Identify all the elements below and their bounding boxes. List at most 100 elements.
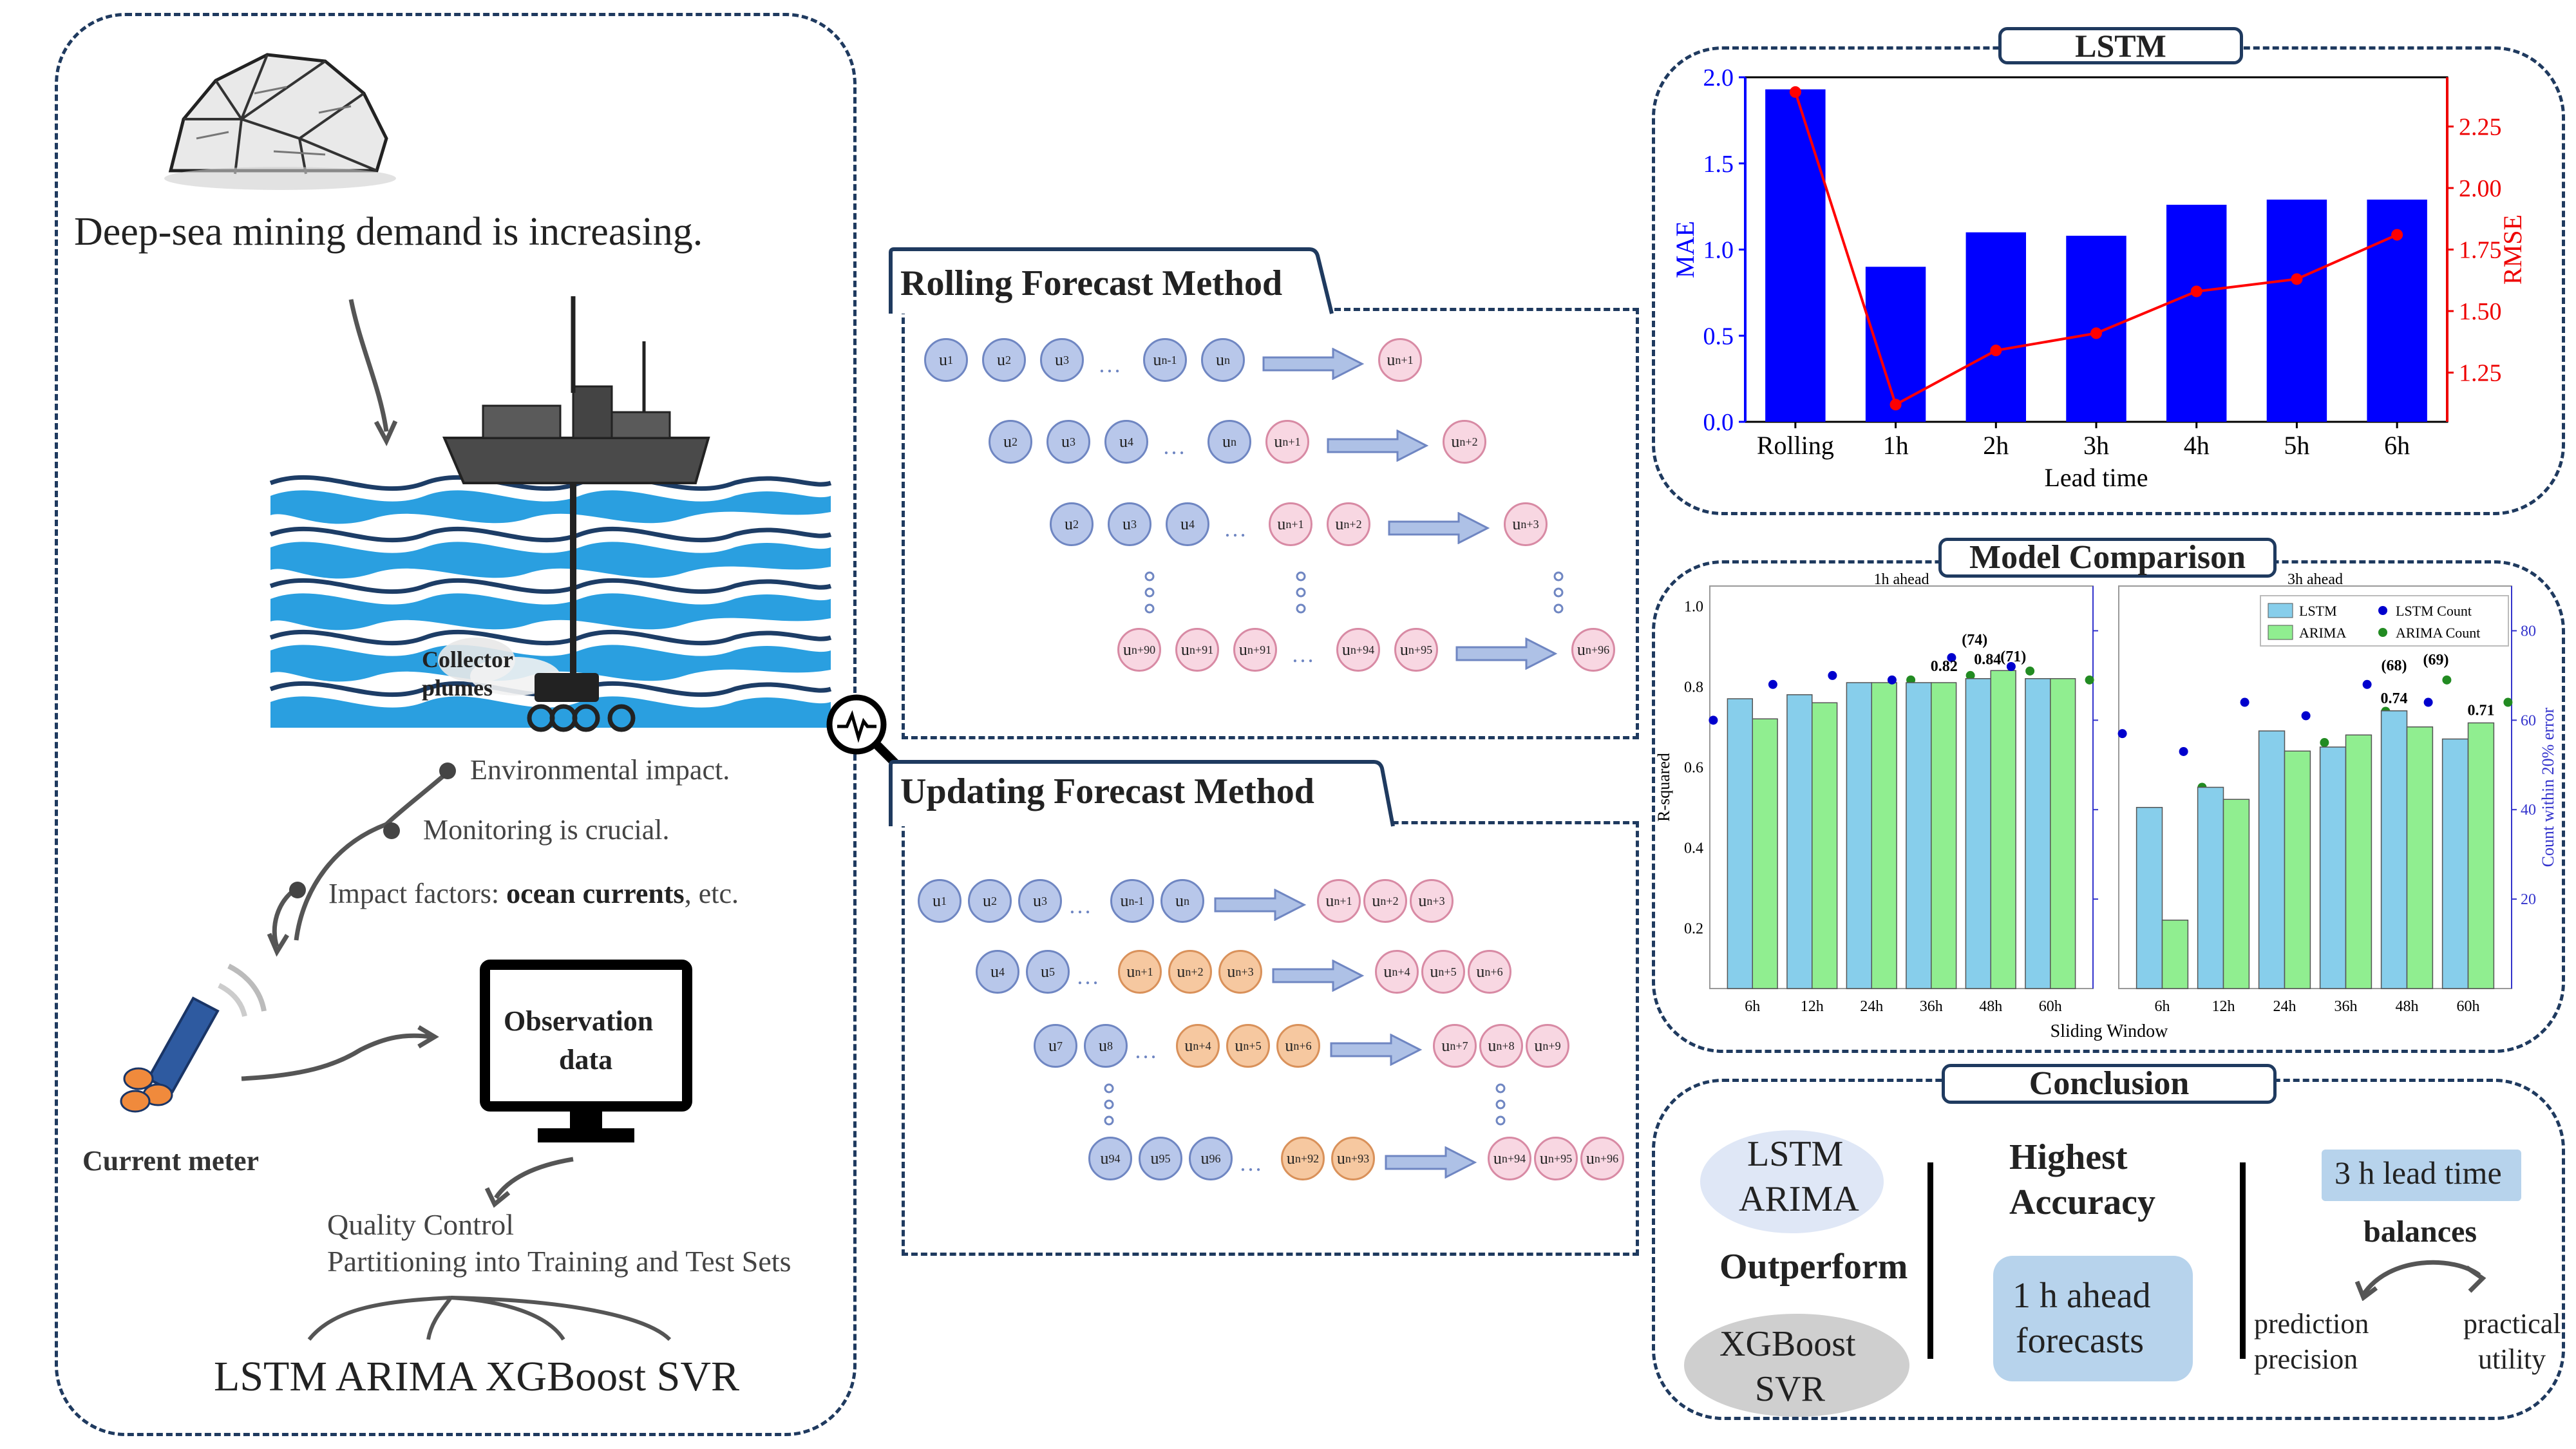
- cmp-y-tick-label: 0.4: [1684, 840, 1703, 857]
- lstm-y-axis-label: MAE: [1671, 221, 1700, 278]
- lstm-y2-tick-label: 1.75: [2459, 237, 2502, 264]
- lstm-mae-bar: [1965, 232, 2026, 422]
- cmp-arima-bar: [1990, 670, 2016, 989]
- cmp-annotation: 0.84: [1974, 651, 2001, 668]
- cmp-annotation: (74): [1962, 632, 1987, 649]
- lstm-mae-bar: [2266, 199, 2327, 422]
- ellipsis-dots: …: [1134, 1037, 1160, 1063]
- impact-bold: ocean currents: [506, 878, 685, 909]
- lstm-rmse-point: [1990, 345, 2002, 357]
- cmp-x-tick-label: 24h: [2273, 998, 2297, 1015]
- cmp-annotation: 0.82: [1931, 658, 1958, 675]
- cmp-arima-bar: [1931, 682, 1957, 989]
- cmp-lstm-count-point: [1828, 670, 1837, 680]
- lstm-y2-tick-label: 1.50: [2459, 298, 2502, 325]
- lstm-rmse-point: [2391, 229, 2403, 241]
- cmp-lstm-bar: [2380, 710, 2408, 989]
- cmp-arima-count-point: [2320, 738, 2329, 748]
- cmp-annotation: (68): [2382, 658, 2407, 674]
- lstm-x-axis-label: Lead time: [2044, 463, 2148, 492]
- cmp-legend-label: ARIMA: [2299, 625, 2346, 641]
- concl-lead-time: 3 h lead time: [2334, 1155, 2502, 1191]
- cmp-y-axis-label: R-squared: [1655, 753, 1673, 822]
- updating-arrow: [1272, 960, 1365, 992]
- cmp-arima-bar: [1752, 718, 1778, 989]
- comparison-title-text: Model Comparison: [1969, 539, 2246, 576]
- lstm-y-tick-label: 0.0: [1703, 409, 1734, 436]
- cmp-arima-bar: [2050, 678, 2076, 989]
- concl-lstm: LSTM: [1747, 1134, 1844, 1174]
- updating-arrow: [1214, 889, 1307, 921]
- cmp-arima-count-point: [1965, 670, 1975, 680]
- cmp-x-tick-label: 36h: [1920, 998, 1943, 1015]
- monitor-icon: [480, 960, 692, 1142]
- ellipsis-dots: …: [1239, 1150, 1265, 1176]
- cmp-legend-label: LSTM Count: [2396, 603, 2472, 619]
- cmp-x-tick-label: 12h: [2212, 998, 2235, 1015]
- cmp-x-tick-label: 48h: [2396, 998, 2419, 1015]
- current-meter-icon: [120, 963, 267, 1113]
- cmp-x-tick-label: 6h: [1745, 998, 1760, 1015]
- lstm-x-tick-label: 6h: [2384, 431, 2410, 460]
- models-text: LSTM ARIMA XGBoost SVR: [214, 1353, 740, 1400]
- cmp-arima-bar: [2406, 726, 2434, 989]
- lstm-mae-bar: [1765, 89, 1826, 422]
- concl-arima: ARIMA: [1739, 1179, 1859, 1219]
- updating-tab-shape: [889, 760, 1395, 827]
- lstm-y2-tick-label: 2.00: [2459, 175, 2502, 202]
- conclusion-title-text: Conclusion: [2029, 1065, 2190, 1102]
- quality-control-text: Quality Control: [327, 1208, 515, 1241]
- data-label: data: [559, 1044, 613, 1075]
- balance-arrows: [2354, 1260, 2486, 1301]
- current-meter-label: Current meter: [82, 1145, 260, 1177]
- rolling-arrow: [1455, 638, 1558, 670]
- concl-h-ahead: 1 h ahead: [2012, 1276, 2151, 1316]
- lstm-rmse-point: [2291, 273, 2303, 285]
- cmp-arima-bar: [1812, 702, 1838, 989]
- rolling-tab-shape: [889, 247, 1334, 314]
- cmp-lstm-count-point: [2423, 697, 2433, 707]
- concl-forecasts: forecasts: [2016, 1321, 2145, 1361]
- cmp-y2-tick-label: 60: [2521, 712, 2536, 729]
- updating-arrow: [1385, 1146, 1477, 1179]
- cmp-lstm-count-point: [2301, 711, 2311, 721]
- lstm-x-tick-label: Rolling: [1757, 431, 1834, 460]
- partition-text: Partitioning into Training and Test Sets: [327, 1245, 791, 1278]
- lstm-title: LSTM: [1998, 27, 2243, 64]
- cmp-arima-bar: [1871, 682, 1897, 989]
- lstm-y2-axis-label: RMSE: [2498, 214, 2527, 285]
- cmp-lstm-count-point: [2362, 679, 2372, 689]
- cmp-lstm-bar: [1727, 698, 1753, 989]
- updating-title: Updating Forecast Method: [900, 772, 1314, 811]
- cmp-lstm-count-point: [2240, 697, 2249, 707]
- rock-illustration: [164, 53, 396, 190]
- impact-prefix: Impact factors:: [328, 878, 507, 909]
